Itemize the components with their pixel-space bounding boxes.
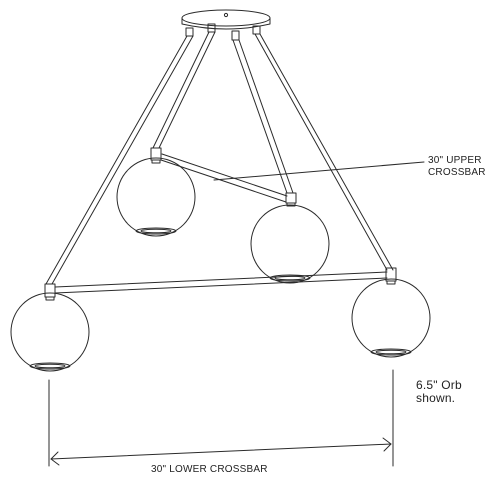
lower-crossbar [54, 271, 388, 294]
orb-lower-left [10, 292, 90, 372]
orb-upper-right [250, 204, 330, 284]
orb-size-note-line2: shown. [416, 391, 456, 405]
upper-crossbar-label-line2: CROSSBAR [428, 167, 486, 178]
upper-crossbar-label-line1: 30" UPPER [428, 155, 482, 166]
lower-crossbar-label-text: 30" LOWER CROSSBAR [151, 464, 268, 475]
orb-size-note-line1: 6.5" Orb [416, 378, 462, 392]
joint-blocks [44, 147, 397, 298]
upper-crossbar [160, 153, 288, 203]
arm-rods [45, 31, 394, 285]
orb-size-note: 6.5" Orb shown. [416, 379, 462, 405]
ceiling-canopy [181, 9, 271, 41]
upper-crossbar-label: 30" UPPER CROSSBAR [428, 155, 486, 179]
lower-crossbar-dimension [48, 369, 394, 467]
upper-crossbar-leader [213, 161, 425, 181]
orb-lower-right [351, 278, 431, 358]
glass-orbs [10, 157, 431, 372]
socket-stems [45, 159, 396, 301]
lower-crossbar-label: 30" LOWER CROSSBAR [151, 464, 268, 476]
orb-upper-left [116, 157, 196, 237]
